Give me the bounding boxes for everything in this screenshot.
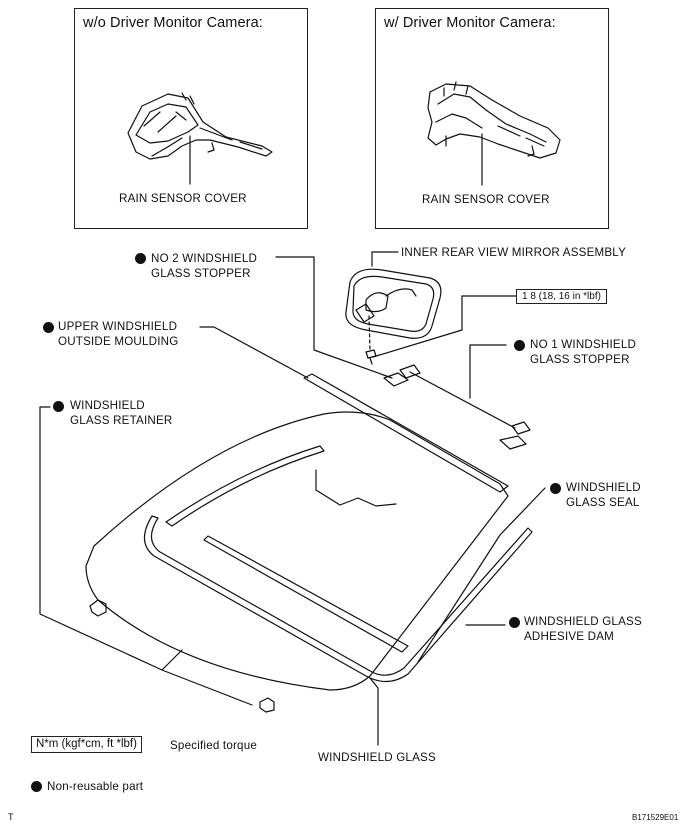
leader-glass-seal: [417, 487, 546, 663]
non-reusable-marker-upper-moulding: [43, 322, 54, 333]
panel-title-with-camera: w/ Driver Monitor Camera:: [384, 15, 556, 31]
non-reusable-marker-no2-stopper: [135, 253, 146, 264]
glass-seal-drawing: [165, 445, 325, 527]
non-reusable-marker-no1-stopper: [514, 340, 525, 351]
label-glass-seal-line1: WINDSHIELD: [566, 481, 641, 494]
legend-non-reusable-text: Non-reusable part: [47, 780, 144, 793]
legend-non-reusable-marker: [31, 781, 42, 792]
no1-stopper-drawing: [499, 421, 531, 450]
rain-sensor-cover-left-drawing: [127, 92, 273, 160]
non-reusable-marker-retainer: [53, 401, 64, 412]
label-adhesive-dam-line1: WINDSHIELD GLASS: [524, 615, 642, 628]
label-adhesive-dam-line2: ADHESIVE DAM: [524, 630, 615, 643]
label-no1-stopper-line2: GLASS STOPPER: [530, 353, 630, 366]
leader-upper-moulding: [199, 326, 309, 379]
leader-no2-stopper: [275, 256, 393, 379]
torque-spec-box: 1 8 (18, 16 in *lbf): [516, 289, 607, 304]
label-retainer-line2: GLASS RETAINER: [70, 414, 173, 427]
rain-sensor-cover-right-drawing: [427, 81, 561, 159]
leader-torque: [372, 295, 517, 358]
label-mirror: INNER REAR VIEW MIRROR ASSEMBLY: [401, 246, 627, 259]
footer-left-mark: T: [8, 812, 14, 822]
label-rain-sensor-cover-right: RAIN SENSOR COVER: [422, 193, 550, 206]
panel-title-without-camera: w/o Driver Monitor Camera:: [83, 15, 263, 31]
retainer-drawing-2: [259, 697, 275, 713]
leader-windshield-glass: [369, 677, 379, 746]
label-upper-moulding-line2: OUTSIDE MOULDING: [58, 335, 179, 348]
label-windshield-glass: WINDSHIELD GLASS: [318, 751, 436, 764]
non-reusable-marker-adhesive-dam: [509, 617, 520, 628]
leader-retainer: [39, 406, 253, 706]
label-glass-seal-line2: GLASS SEAL: [566, 496, 640, 509]
mirror-drawing: [345, 268, 442, 339]
upper-moulding-drawing: [303, 373, 509, 493]
label-no1-stopper-line1: NO 1 WINDSHIELD: [530, 338, 637, 351]
figure-code: B171529E01: [632, 813, 679, 822]
no2-stopper-drawing: [383, 364, 421, 387]
label-retainer-line1: WINDSHIELD: [70, 399, 145, 412]
legend-torque-unit-box: N*m (kgf*cm, ft *lbf): [31, 736, 142, 753]
leader-no1-stopper: [469, 344, 507, 399]
label-upper-moulding-line1: UPPER WINDSHIELD: [58, 320, 178, 333]
panel-without-camera: w/o Driver Monitor Camera: RAIN SENSOR C…: [74, 8, 308, 229]
adhesive-dam-drawing: [143, 515, 533, 683]
retainer-drawing-1: [89, 599, 107, 617]
panel-with-camera: w/ Driver Monitor Camera: RAIN SENSOR CO…: [375, 8, 609, 229]
bolt-dashed-line: [368, 315, 371, 351]
label-rain-sensor-cover-left: RAIN SENSOR COVER: [119, 192, 247, 205]
non-reusable-marker-glass-seal: [550, 483, 561, 494]
label-no2-stopper-line1: NO 2 WINDSHIELD: [151, 252, 258, 265]
legend-torque-description: Specified torque: [170, 739, 257, 752]
label-no2-stopper-line2: GLASS STOPPER: [151, 267, 251, 280]
